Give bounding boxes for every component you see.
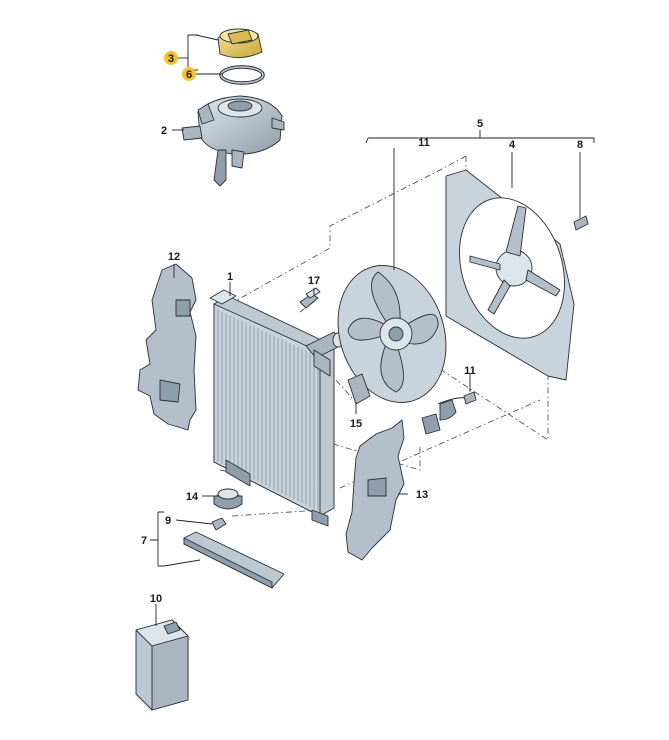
callout-2: 2 <box>161 125 167 137</box>
callout-3: 3 <box>168 53 174 65</box>
callout-11-top: 11 <box>418 137 430 149</box>
fan-bracket <box>347 373 371 405</box>
cooling-fan <box>337 265 471 435</box>
callout-10: 10 <box>150 593 162 605</box>
screw <box>463 391 477 405</box>
callout-14: 14 <box>186 491 199 503</box>
radiator <box>209 289 345 527</box>
temperature-switch <box>299 287 321 309</box>
coolant-bottle <box>135 619 189 711</box>
callout-7: 7 <box>141 535 147 547</box>
callout-badge-6 <box>182 67 196 81</box>
leader-lines <box>150 34 595 626</box>
filler-cap <box>217 28 263 58</box>
rubber-mount <box>213 488 243 510</box>
callout-9: 9 <box>165 515 171 527</box>
callout-8: 8 <box>577 139 583 151</box>
fan-shroud <box>445 169 575 381</box>
seal-ring <box>219 65 265 85</box>
bolt <box>573 215 589 231</box>
air-guide-left <box>137 263 197 431</box>
callout-badge-3 <box>164 51 178 65</box>
callout-17: 17 <box>308 275 320 287</box>
callout-5: 5 <box>477 118 483 130</box>
lower-strip <box>183 531 285 589</box>
air-guide-right <box>345 419 405 561</box>
callout-1: 1 <box>227 271 233 283</box>
callout-4: 4 <box>509 139 516 151</box>
callout-11-right: 11 <box>464 365 476 377</box>
expansion-tank <box>181 95 285 187</box>
callout-6: 6 <box>186 69 192 81</box>
clip <box>211 517 227 531</box>
callout-15: 15 <box>350 418 362 430</box>
callouts: 3 6 2 5 11 4 8 12 1 17 11 15 13 14 9 7 1… <box>141 51 583 605</box>
callout-13: 13 <box>416 489 428 501</box>
callout-12: 12 <box>168 251 180 263</box>
